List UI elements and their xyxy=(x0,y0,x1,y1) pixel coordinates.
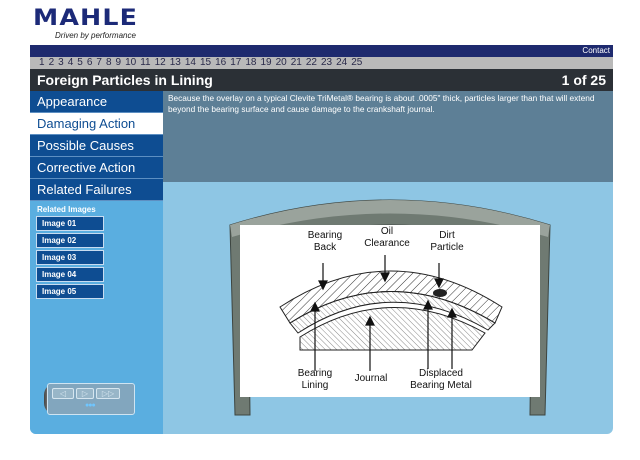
menu-damaging-action[interactable]: Damaging Action xyxy=(30,113,163,135)
image-02-button[interactable]: Image 02 xyxy=(36,233,104,248)
tagline: Driven by performance xyxy=(55,31,136,40)
page-link-6[interactable]: 6 xyxy=(86,57,93,68)
page-link-7[interactable]: 7 xyxy=(96,57,102,68)
page-link-15[interactable]: 15 xyxy=(199,57,212,68)
page-link-19[interactable]: 19 xyxy=(260,57,272,68)
page-link-16[interactable]: 16 xyxy=(215,57,227,68)
related-images-title: Related Images xyxy=(37,205,96,214)
page-link-5[interactable]: 5 xyxy=(77,57,83,68)
mahle-logo: MAHLE xyxy=(33,6,139,31)
page-link-3[interactable]: 3 xyxy=(58,57,64,68)
play-button[interactable]: ▷ xyxy=(76,388,94,399)
page-link-14[interactable]: 14 xyxy=(184,57,196,68)
top-bar: Contact xyxy=(30,45,613,57)
page-link-25[interactable]: 25 xyxy=(351,57,363,68)
menu-appearance[interactable]: Appearance xyxy=(30,91,163,113)
label-bearing-lining: Bearing Lining xyxy=(297,368,333,391)
page-link-8[interactable]: 8 xyxy=(105,57,112,68)
media-player: ◁ ▷ ▷▷ ●●● xyxy=(47,383,135,415)
menu-corrective-action[interactable]: Corrective Action xyxy=(30,157,163,179)
diagram-drawing xyxy=(279,255,503,371)
page-link-24[interactable]: 24 xyxy=(336,57,348,68)
menu-possible-causes[interactable]: Possible Causes xyxy=(30,135,163,157)
page-link-20[interactable]: 20 xyxy=(275,57,287,68)
page-link-9[interactable]: 9 xyxy=(115,57,122,68)
image-03-button[interactable]: Image 03 xyxy=(36,250,104,265)
label-bearing-back: Bearing Back xyxy=(307,230,343,253)
page-link-21[interactable]: 21 xyxy=(290,57,302,68)
progress-dots: ●●● xyxy=(85,402,96,409)
prev-button[interactable]: ◁ xyxy=(52,388,74,399)
title-bar: Foreign Particles in Lining 1 of 25 xyxy=(30,69,613,91)
menu-related-failures[interactable]: Related Failures xyxy=(30,179,163,201)
label-oil-clearance: Oil Clearance xyxy=(364,226,410,249)
page-indicator: 1 of 25 xyxy=(561,72,606,88)
label-dirt-particle: Dirt Particle xyxy=(430,230,464,253)
image-01-button[interactable]: Image 01 xyxy=(36,216,104,231)
sidebar: Appearance Damaging Action Possible Caus… xyxy=(30,91,163,434)
description: Because the overlay on a typical Clevite… xyxy=(163,91,613,182)
image-05-button[interactable]: Image 05 xyxy=(36,284,104,299)
image-04-button[interactable]: Image 04 xyxy=(36,267,104,282)
contact-link[interactable]: Contact xyxy=(582,46,610,55)
bearing-diagram: Bearing Back Oil Clearance Dirt Particle… xyxy=(240,225,540,397)
page-link-2[interactable]: 2 xyxy=(48,57,55,68)
page-link-23[interactable]: 23 xyxy=(320,57,333,68)
label-journal: Journal xyxy=(354,373,388,384)
page-link-12[interactable]: 12 xyxy=(154,57,166,68)
page-title: Foreign Particles in Lining xyxy=(37,72,213,88)
page-link-13[interactable]: 13 xyxy=(169,57,181,68)
page-link-22[interactable]: 22 xyxy=(305,57,317,68)
page-link-4[interactable]: 4 xyxy=(67,57,74,68)
page-link-17[interactable]: 17 xyxy=(230,57,242,68)
page-link-11[interactable]: 11 xyxy=(140,57,151,68)
next-button[interactable]: ▷▷ xyxy=(96,388,120,399)
page-link-1[interactable]: 1 xyxy=(39,57,45,68)
page-link-10[interactable]: 10 xyxy=(125,57,137,68)
page-link-18[interactable]: 18 xyxy=(245,57,257,68)
label-displaced-metal: Displaced Bearing Metal xyxy=(410,368,472,391)
